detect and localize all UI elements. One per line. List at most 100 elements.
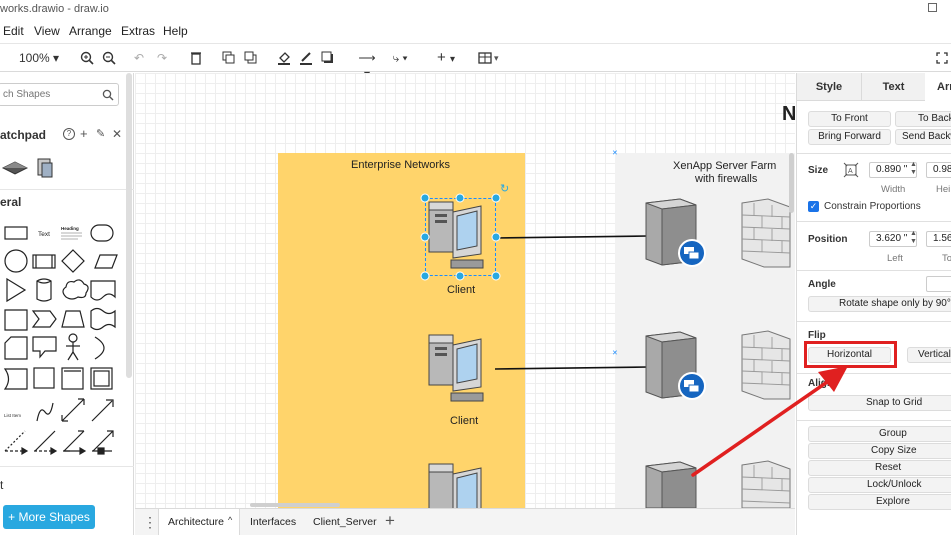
xenapp-server-icon[interactable] bbox=[640, 195, 710, 270]
flip-vertical-button[interactable]: Vertical bbox=[907, 347, 951, 363]
menu-extras[interactable]: Extras bbox=[121, 24, 156, 38]
firewall-icon[interactable] bbox=[738, 197, 795, 269]
connection-lines[interactable] bbox=[135, 73, 795, 508]
shape-search-box[interactable] bbox=[0, 83, 119, 106]
cylinder-shape-icon bbox=[36, 278, 52, 302]
menu-edit[interactable]: Edit bbox=[3, 24, 24, 38]
fullscreen-icon[interactable] bbox=[935, 50, 949, 66]
menu-help[interactable]: Help bbox=[163, 24, 188, 38]
tab-arrange[interactable]: Arr bbox=[925, 73, 951, 101]
shape-search-input[interactable] bbox=[0, 84, 95, 104]
scratchpad-shape-box-icon[interactable] bbox=[35, 157, 55, 179]
firewall-icon-3[interactable] bbox=[738, 459, 795, 508]
menu-view[interactable]: View bbox=[34, 24, 60, 38]
scratchpad-header[interactable]: atchpad ? + ✎ ✕ bbox=[0, 125, 134, 145]
sidebar-divider-2 bbox=[0, 466, 134, 467]
client-computer-icon[interactable] bbox=[425, 198, 495, 278]
table-icon[interactable] bbox=[478, 50, 492, 66]
width-input[interactable]: 0.890 " bbox=[869, 162, 917, 178]
constrain-proportions-checkbox[interactable]: ✓ bbox=[808, 201, 819, 212]
diagram-canvas[interactable]: Enterprise Networks XenApp Server Farm w… bbox=[135, 73, 795, 508]
sidebar-fragment: t bbox=[0, 478, 4, 492]
explore-button[interactable]: Explore bbox=[808, 494, 951, 510]
group-button[interactable]: Group bbox=[808, 426, 951, 442]
client-computer-icon-2[interactable] bbox=[425, 331, 495, 411]
flip-label: Flip bbox=[808, 330, 826, 341]
left-stepper-icon[interactable]: ▲▼ bbox=[910, 230, 917, 245]
width-stepper-icon[interactable]: ▲▼ bbox=[910, 161, 917, 176]
add-page-icon[interactable]: + bbox=[385, 511, 395, 530]
chevron-up-icon[interactable]: ^ bbox=[228, 515, 233, 525]
more-shapes-button[interactable]: + More Shapes bbox=[3, 505, 95, 529]
tab-style[interactable]: Style bbox=[797, 73, 861, 101]
height-input[interactable]: 0.98 bbox=[926, 162, 951, 178]
edit-icon[interactable]: ✎ bbox=[96, 128, 106, 140]
shape-palette[interactable]: Text Heading List Item bbox=[0, 219, 124, 459]
fill-color-icon[interactable] bbox=[277, 50, 291, 66]
line-shape-icon bbox=[34, 430, 56, 452]
left-input[interactable]: 3.620 " bbox=[869, 231, 917, 247]
xenapp-server-icon-3[interactable] bbox=[640, 458, 710, 508]
zoom-in-icon[interactable] bbox=[80, 50, 94, 66]
to-front-icon[interactable] bbox=[222, 50, 236, 66]
lock-unlock-button[interactable]: Lock/Unlock bbox=[808, 477, 951, 493]
pages-menu-icon[interactable]: ⋮ bbox=[143, 514, 157, 530]
restore-window-icon[interactable] bbox=[928, 3, 937, 12]
tab-architecture[interactable]: Architecture ^ bbox=[158, 509, 240, 535]
client-computer-icon-3[interactable] bbox=[425, 460, 495, 508]
add-icon[interactable]: + bbox=[80, 126, 88, 141]
rotate-handle-icon[interactable]: ↻ bbox=[500, 183, 510, 195]
canvas-vertical-scrollbar[interactable] bbox=[789, 153, 794, 213]
close-icon[interactable]: ✕ bbox=[112, 127, 123, 141]
copy-size-button[interactable]: Copy Size bbox=[808, 443, 951, 459]
insert-icon[interactable]: + ▾ bbox=[437, 49, 455, 66]
help-icon[interactable]: ? bbox=[63, 128, 75, 140]
shadow-icon[interactable] bbox=[321, 50, 335, 66]
angle-label: Angle bbox=[808, 279, 836, 290]
zoom-dropdown[interactable]: 100% ▾ bbox=[18, 51, 60, 65]
constrain-proportions-label: Constrain Proportions bbox=[824, 201, 921, 212]
to-back-icon[interactable] bbox=[244, 50, 258, 66]
send-backward-button[interactable]: Send Backw bbox=[895, 129, 951, 145]
waypoints-icon[interactable]: ⤷ ▾ bbox=[392, 51, 408, 65]
parallelogram-shape-icon bbox=[94, 254, 118, 269]
tab-text[interactable]: Text bbox=[861, 73, 925, 101]
client-label-2: Client bbox=[450, 415, 479, 427]
to-front-button[interactable]: To Front bbox=[808, 111, 891, 127]
table-dropdown-icon[interactable]: ▾ bbox=[494, 53, 499, 63]
snap-to-grid-button[interactable]: Snap to Grid bbox=[808, 395, 951, 411]
enterprise-networks-label: Enterprise Networks bbox=[351, 159, 451, 171]
tab-interfaces[interactable]: Interfaces bbox=[250, 516, 297, 528]
scratchpad-shape-diamond-icon[interactable] bbox=[2, 159, 28, 177]
connector-row[interactable] bbox=[0, 443, 124, 463]
to-back-button[interactable]: To Back bbox=[895, 111, 951, 127]
connection-style-icon[interactable]: ⟶ ▾ bbox=[358, 51, 376, 81]
horizontal-highlight-box bbox=[804, 341, 897, 368]
title-bar: works.drawio - draw.io bbox=[0, 0, 951, 18]
xenapp-server-icon-2[interactable] bbox=[640, 328, 710, 403]
enterprise-networks-container[interactable] bbox=[278, 153, 525, 508]
undo-icon[interactable]: ↶ bbox=[134, 51, 145, 65]
sidebar-scrollbar[interactable] bbox=[126, 73, 132, 378]
top-input[interactable]: 1.56 bbox=[926, 231, 951, 247]
angle-input[interactable] bbox=[926, 276, 951, 292]
container-shape-icon bbox=[61, 367, 84, 390]
double-arrow-shape-icon bbox=[61, 398, 85, 422]
zoom-out-icon[interactable] bbox=[102, 50, 116, 66]
reset-button[interactable]: Reset bbox=[808, 460, 951, 476]
bring-forward-button[interactable]: Bring Forward bbox=[808, 129, 891, 145]
tab-client-server[interactable]: Client_Server bbox=[313, 516, 377, 528]
menu-arrange[interactable]: Arrange bbox=[69, 24, 112, 38]
flip-horizontal-button[interactable]: Horizontal bbox=[808, 347, 891, 363]
redo-icon[interactable]: ↷ bbox=[157, 51, 168, 65]
canvas-horizontal-scrollbar[interactable] bbox=[250, 503, 340, 507]
selection-handles[interactable] bbox=[419, 192, 503, 282]
firewall-icon-2[interactable] bbox=[738, 329, 795, 401]
line-color-icon[interactable] bbox=[299, 50, 313, 66]
autosize-icon[interactable]: A bbox=[843, 162, 859, 178]
callout-shape-icon bbox=[32, 336, 57, 359]
delete-icon[interactable] bbox=[190, 50, 202, 66]
rotate-button[interactable]: Rotate shape only by 90° bbox=[808, 296, 951, 312]
general-section-title[interactable]: eral bbox=[0, 195, 22, 209]
search-icon[interactable] bbox=[102, 89, 114, 101]
